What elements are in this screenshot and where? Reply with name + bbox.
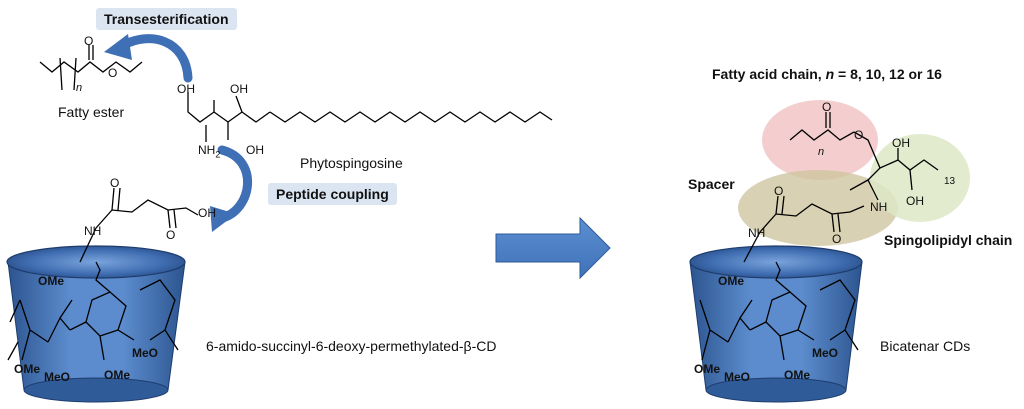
atom-o: O [108,66,118,80]
atom-meo: MeO [724,370,751,384]
right-cyclodextrin [689,245,863,403]
atom-ome: OMe [784,368,811,382]
atom-o: O [774,184,784,198]
atom-o: O [166,228,176,242]
atom-meo: MeO [812,346,839,360]
atom-oh: OH [246,143,264,157]
atom-oh: OH [198,206,216,220]
atom-ome: OMe [38,274,65,288]
phytosphingosine-structure [187,92,553,142]
peptide-coupling-arrow [210,145,253,232]
atom-ome: OMe [694,362,721,376]
transesterification-label: Transesterification [96,8,237,30]
fatty-ester-structure [39,45,143,91]
spacer-highlight [738,170,898,246]
phytospingosine-label: Phytospingosine [300,155,403,171]
transesterification-arrow [104,34,193,83]
fatty-acid-chain-label: Fatty acid chain, n = 8, 10, 12 or 16 [712,66,942,82]
atom-n-subscript: n [76,82,83,94]
atom-meo: MeO [44,370,71,384]
atom-nh2: NH2 [198,143,221,160]
atom-nh: NH [748,226,766,240]
fatty-ester-label: Fatty ester [58,104,125,120]
atom-o: O [84,34,94,48]
atom-oh: OH [906,194,924,208]
succinyl-linker-structure [79,187,199,263]
fatty-acid-highlight [762,100,878,180]
atom-meo: MeO [132,346,159,360]
main-reaction-arrow [495,216,611,280]
left-cyclodextrin [6,245,186,403]
atom-subscript-13: 13 [944,176,956,187]
atom-oh: OH [230,82,248,96]
atom-o: O [832,232,842,246]
spingolipidyl-chain-label: Spingolipidyl chain [884,232,1013,248]
peptide-coupling-label: Peptide coupling [268,183,397,205]
atom-nh: NH [84,224,102,238]
atom-nh: NH [870,200,888,214]
atom-oh: OH [892,136,910,150]
bicatenar-label: Bicatenar CDs [880,338,971,354]
atom-o: O [822,100,832,114]
bicatenar-structure [743,112,939,263]
atom-n-subscript: n [818,146,825,158]
atom-ome: OMe [14,362,41,376]
sphingolipid-highlight [870,134,970,222]
atom-o: O [110,176,120,190]
atom-o: O [854,128,864,142]
atom-oh: OH [177,82,195,96]
spacer-label: Spacer [688,176,735,192]
cd-name-label: 6-amido-succinyl-6-deoxy-permethylated-β… [206,338,497,354]
atom-ome: OMe [104,368,131,382]
atom-ome: OMe [718,274,745,288]
